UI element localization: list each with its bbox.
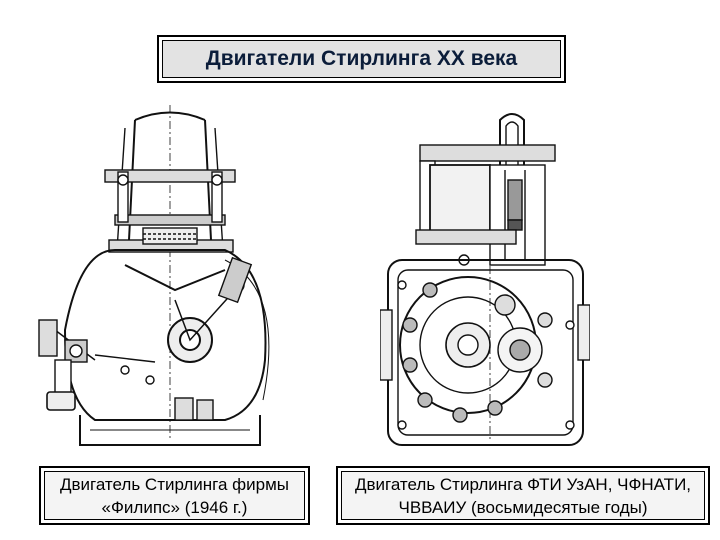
- ftiuzan-engine-drawing: [380, 113, 590, 446]
- caption-ftiuzan-line1: Двигатель Стирлинга ФТИ УзАН, ЧФНАТИ,: [354, 474, 692, 494]
- philips-engine-drawing: [38, 105, 270, 446]
- caption-philips-frame: Двигатель Стирлинга фирмы «Филипс» (1946…: [39, 466, 310, 525]
- page-title-frame: Двигатели Стирлинга XX века: [157, 35, 566, 83]
- caption-ftiuzan-line2: ЧВВАИУ (восьмидесятые годы): [398, 497, 648, 517]
- caption-philips-line2: «Филипс» (1946 г.): [101, 497, 248, 517]
- caption-ftiuzan-frame: Двигатель Стирлинга ФТИ УзАН, ЧФНАТИ, ЧВ…: [336, 466, 710, 525]
- caption-ftiuzan: Двигатель Стирлинга ФТИ УзАН, ЧФНАТИ, ЧВ…: [341, 471, 705, 520]
- caption-philips: Двигатель Стирлинга фирмы «Филипс» (1946…: [44, 471, 305, 520]
- caption-philips-line1: Двигатель Стирлинга фирмы: [59, 474, 290, 494]
- page-title: Двигатели Стирлинга XX века: [162, 40, 561, 78]
